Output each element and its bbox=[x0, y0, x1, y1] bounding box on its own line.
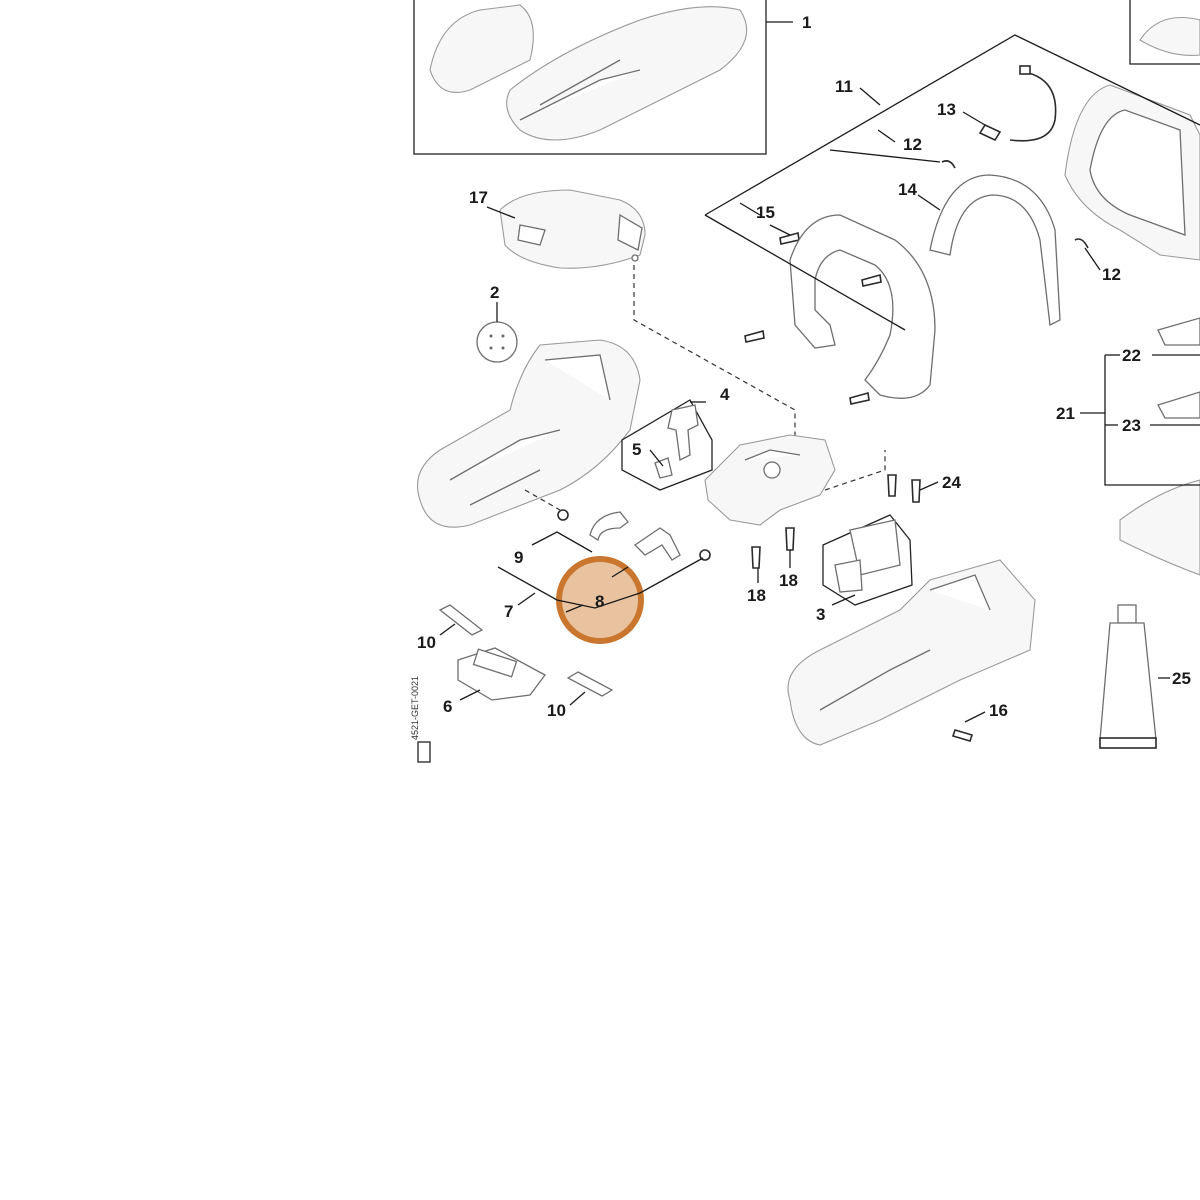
callout-2[interactable]: 2 bbox=[490, 283, 499, 302]
motor-housing bbox=[704, 434, 836, 526]
callout-7[interactable]: 7 bbox=[504, 602, 513, 621]
part-6-switch-block bbox=[457, 647, 546, 701]
callout-18-right[interactable]: 18 bbox=[779, 571, 798, 590]
part-17-housing-cap bbox=[499, 189, 646, 269]
callout-18-left[interactable]: 18 bbox=[747, 586, 766, 605]
callout-15[interactable]: 15 bbox=[756, 203, 775, 222]
right-cover bbox=[1119, 479, 1200, 576]
part-top-right-inset bbox=[1129, 0, 1200, 65]
callout-21[interactable]: 21 bbox=[1056, 404, 1075, 423]
callout-5[interactable]: 5 bbox=[632, 440, 641, 459]
assembly-dash-2 bbox=[524, 489, 561, 511]
rear-handle-frame bbox=[1064, 84, 1200, 261]
part-3-group bbox=[822, 514, 913, 606]
callout-25[interactable]: 25 bbox=[1172, 669, 1191, 688]
callout-1[interactable]: 1 bbox=[802, 13, 811, 32]
callout-10-right[interactable]: 10 bbox=[547, 701, 566, 720]
callout-8[interactable]: 8 bbox=[595, 592, 604, 611]
part-2-disc bbox=[476, 321, 518, 363]
part-top-right-shape bbox=[1139, 16, 1200, 56]
callouts: 1 2 3 4 5 6 7 8 9 10 10 11 12 12 13 14 1… bbox=[417, 13, 1191, 720]
part-4-5-group bbox=[621, 399, 713, 491]
callout-12-top[interactable]: 12 bbox=[903, 135, 922, 154]
part-13-cable bbox=[978, 65, 1057, 142]
part-10-strip-right bbox=[566, 671, 614, 697]
callout-24[interactable]: 24 bbox=[942, 473, 961, 492]
callout-13[interactable]: 13 bbox=[937, 100, 956, 119]
callout-9[interactable]: 9 bbox=[514, 548, 523, 567]
part-23-label-sheet bbox=[1157, 391, 1200, 419]
callout-4[interactable]: 4 bbox=[720, 385, 730, 404]
part-25-grease-tube bbox=[1099, 604, 1157, 749]
leader-lines bbox=[439, 21, 1200, 723]
callout-17[interactable]: 17 bbox=[469, 188, 488, 207]
screws bbox=[744, 231, 974, 742]
left-housing-shell bbox=[416, 339, 641, 528]
drawing-code: 4521-GET-0021 bbox=[410, 676, 420, 740]
callout-14[interactable]: 14 bbox=[898, 180, 917, 199]
assembly-dash-1 bbox=[633, 265, 796, 450]
assembly-dash-3 bbox=[824, 450, 886, 491]
callout-3[interactable]: 3 bbox=[816, 605, 825, 624]
right-housing-shell bbox=[787, 559, 1036, 746]
front-handle bbox=[789, 214, 936, 399]
callout-22[interactable]: 22 bbox=[1122, 346, 1141, 365]
part-12-clip-top bbox=[941, 160, 956, 169]
part-7-trigger bbox=[633, 527, 711, 561]
callout-10-left[interactable]: 10 bbox=[417, 633, 436, 652]
callout-12-right[interactable]: 12 bbox=[1102, 265, 1121, 284]
part-14-hoop bbox=[929, 174, 1061, 326]
part-10-strip-left bbox=[438, 604, 484, 636]
part-12-clip-right bbox=[1074, 238, 1089, 249]
part-9-clip bbox=[557, 509, 629, 542]
part-1-inset bbox=[413, 0, 767, 155]
callout-11[interactable]: 11 bbox=[835, 77, 853, 96]
callout-16[interactable]: 16 bbox=[989, 701, 1008, 720]
part-22-label-sheet bbox=[1157, 317, 1200, 346]
callout-6[interactable]: 6 bbox=[443, 697, 452, 716]
drawing-code-box bbox=[417, 741, 431, 763]
callout-23[interactable]: 23 bbox=[1122, 416, 1141, 435]
